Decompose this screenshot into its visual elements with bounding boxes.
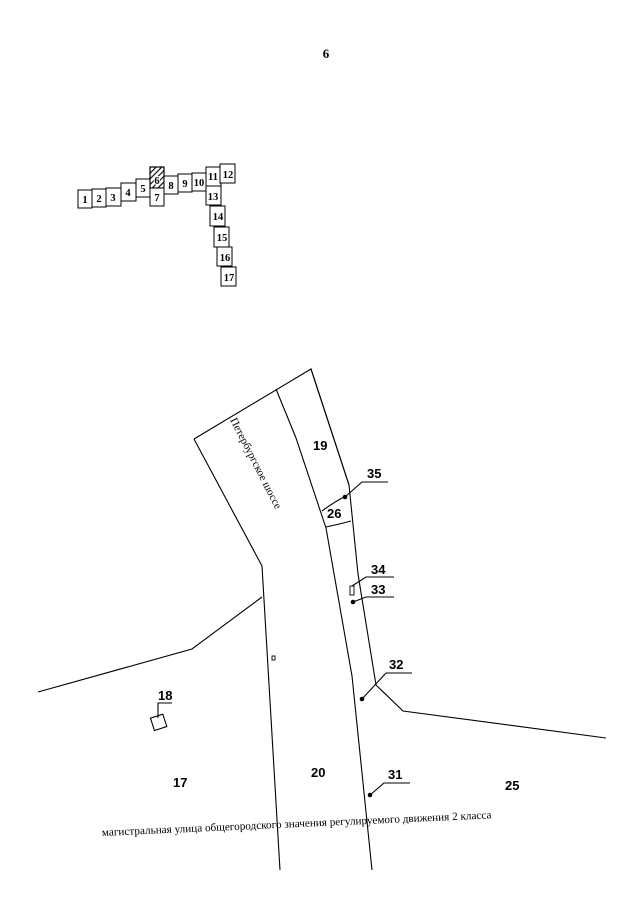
zone-25-label: 25 <box>505 778 519 793</box>
key-sheet-16[interactable] <box>216 246 233 267</box>
object-18-square[interactable] <box>149 713 168 732</box>
key-sheet-17-label: 17 <box>224 273 235 284</box>
key-map: 1 2 3 4 5 6 7 8 9 10 11 12 13 <box>77 163 237 287</box>
key-sheet-15-label: 15 <box>217 233 228 244</box>
key-sheet-7-label: 7 <box>154 193 159 204</box>
key-sheet-16-label: 16 <box>220 253 231 264</box>
key-sheet-2-label: 2 <box>96 194 101 205</box>
key-sheet-10-label: 10 <box>194 178 205 189</box>
key-sheet-1-label: 1 <box>82 195 87 206</box>
key-sheet-4-label: 4 <box>125 188 131 199</box>
road-top-boundary <box>193 368 350 486</box>
key-sheet-12-label: 12 <box>223 170 234 181</box>
street-name: Петербургское шоссе <box>227 416 283 511</box>
point-32-label: 32 <box>389 657 403 672</box>
point-33-leader <box>352 596 394 603</box>
zone-26-label: 26 <box>327 506 341 521</box>
key-sheet-6-label: 6 <box>154 176 159 187</box>
road-marker <box>271 655 276 661</box>
object-18-leader <box>157 702 172 718</box>
point-33-label: 33 <box>371 582 385 597</box>
key-sheet-11-label: 11 <box>208 172 218 183</box>
point-34-marker[interactable] <box>349 585 355 596</box>
zone-25-boundary <box>375 684 607 739</box>
zone-19-label: 19 <box>313 438 327 453</box>
point-31-leader <box>369 782 410 796</box>
point-31-label: 31 <box>388 767 402 782</box>
zone-18-label: 18 <box>158 688 172 703</box>
key-sheet-12[interactable] <box>219 163 236 184</box>
key-sheet-3-label: 3 <box>110 193 115 204</box>
road-right-edge <box>310 368 377 686</box>
point-32-leader <box>361 672 412 700</box>
zone-20-label: 20 <box>311 765 325 780</box>
key-sheet-13[interactable] <box>205 185 222 206</box>
point-35-label: 35 <box>367 466 381 481</box>
key-sheet-8-label: 8 <box>168 181 173 192</box>
point-35-leader <box>344 481 388 498</box>
key-sheet-17[interactable] <box>220 266 237 287</box>
page-number: 6 <box>322 46 330 61</box>
key-sheet-5-label: 5 <box>140 184 145 195</box>
zone-17-label: 17 <box>173 775 187 790</box>
road-left-edge <box>193 438 281 871</box>
plan: 18 Петербургское шоссе 19 26 20 17 25 35… <box>37 368 607 871</box>
point-34-label: 34 <box>371 562 386 577</box>
key-sheet-7[interactable] <box>149 187 165 207</box>
key-sheet-14[interactable] <box>209 205 226 227</box>
zone-17-boundary <box>37 596 263 693</box>
key-sheet-13-label: 13 <box>208 192 219 203</box>
point-34-leader <box>351 576 394 587</box>
carriageway-edge <box>275 388 373 871</box>
zone-26-bottom-boundary <box>325 520 352 528</box>
key-sheet-14-label: 14 <box>213 212 224 223</box>
road-class-caption: магистральная улица общегородского значе… <box>102 809 492 839</box>
key-sheet-9-label: 9 <box>182 179 187 190</box>
